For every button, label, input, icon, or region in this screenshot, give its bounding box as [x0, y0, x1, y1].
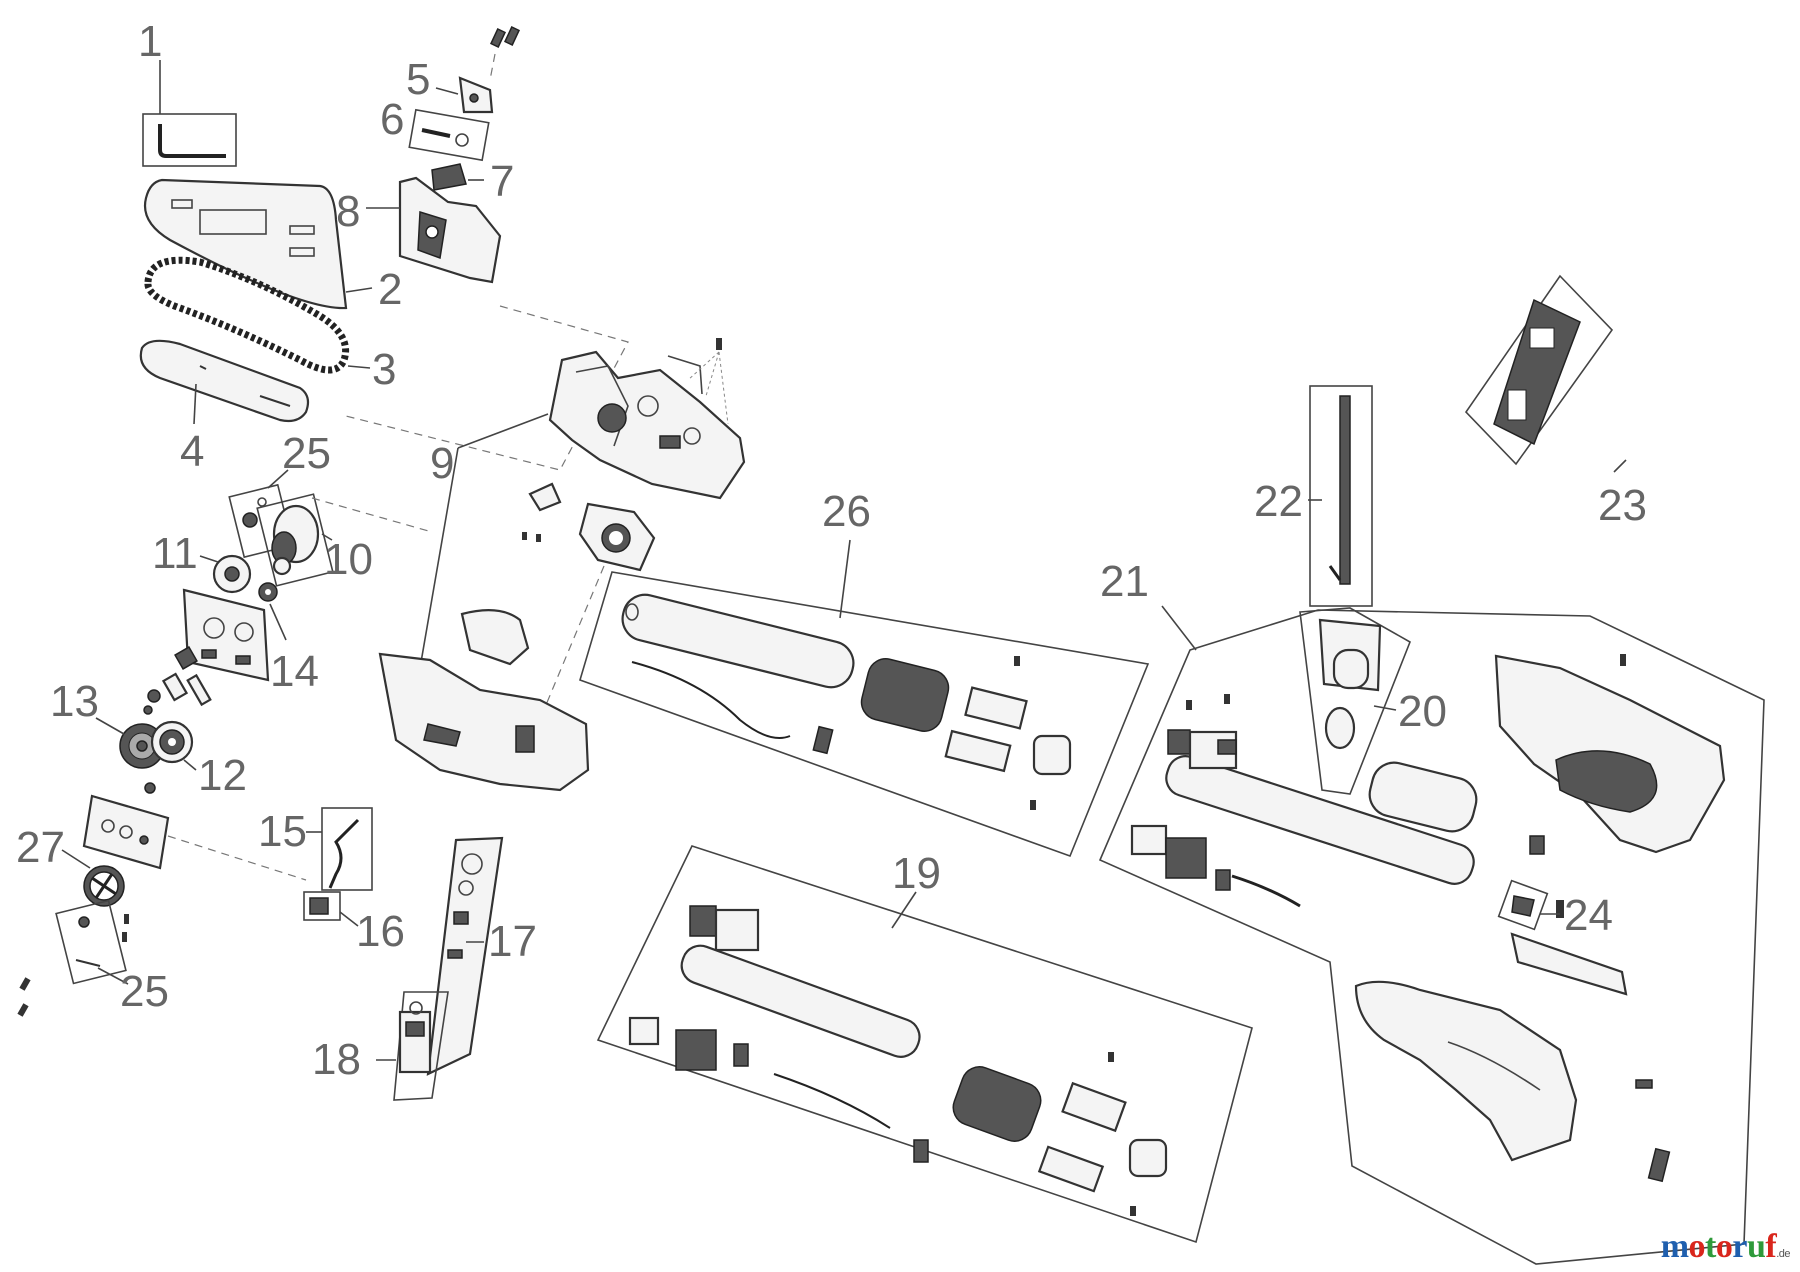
- part-10-motor: [256, 493, 334, 587]
- motor-link-dashed: [311, 497, 433, 533]
- leader-25-upper: [267, 469, 289, 489]
- callout-13: 13: [50, 677, 99, 726]
- callout-15: 15: [258, 807, 307, 856]
- callout-11: 11: [152, 529, 198, 578]
- part-15-cable: [321, 807, 373, 891]
- leader-10: [321, 533, 333, 541]
- leader-4: [193, 383, 197, 425]
- leader-2: [345, 287, 373, 293]
- callout-4: 4: [180, 427, 204, 476]
- part-25-cover-plate-lower: [55, 899, 127, 985]
- leader-23: [1613, 459, 1627, 473]
- callout-16: 16: [356, 907, 405, 956]
- part-27-wheel: [83, 865, 125, 907]
- callout-18: 18: [312, 1035, 361, 1084]
- part-16-switch: [303, 891, 341, 921]
- part-12-sprocket: [150, 720, 194, 764]
- lower-housing-shell: [378, 609, 590, 792]
- callout-25-lower: 25: [120, 967, 169, 1016]
- leader-14: [269, 603, 287, 641]
- callout-24: 24: [1564, 891, 1613, 940]
- callout-6: 6: [380, 95, 404, 144]
- callout-3: 3: [372, 345, 396, 394]
- drive-shaft-parts: [143, 646, 212, 715]
- leader-27: [61, 849, 91, 869]
- part-4-guide-bar: [139, 339, 310, 423]
- leader-20: [1373, 705, 1397, 711]
- callout-5: 5: [406, 55, 430, 104]
- callout-17: 17: [488, 917, 537, 966]
- leader-13: [95, 717, 125, 735]
- callout-2: 2: [378, 265, 402, 314]
- leader-3: [347, 365, 371, 369]
- plate-link-dashed: [167, 835, 307, 881]
- callout-7: 7: [490, 157, 514, 206]
- callout-20: 20: [1398, 687, 1447, 736]
- callout-27: 27: [16, 823, 65, 872]
- part-23-battery: [1464, 274, 1614, 466]
- leader-19: [891, 891, 917, 929]
- small-bracket: [522, 482, 562, 542]
- part-17-handle-strip: [426, 836, 504, 1076]
- leader-5: [435, 87, 459, 95]
- watermark-logo: motoruf.de: [1660, 1228, 1791, 1265]
- gearbox-housing: [182, 588, 270, 682]
- leader-11: [199, 555, 219, 563]
- part-9-motor-housing: [548, 350, 746, 500]
- leader-16: [339, 911, 359, 927]
- callout-23: 23: [1598, 481, 1647, 530]
- leader-12: [183, 759, 197, 771]
- callout-26: 26: [822, 487, 871, 536]
- callout-1: 1: [138, 17, 162, 66]
- callout-9: 9: [430, 439, 454, 488]
- callout-25-upper: 25: [282, 429, 331, 478]
- part-18-trigger: [393, 991, 449, 1101]
- callout-21: 21: [1100, 557, 1149, 606]
- part-14-washer: [258, 582, 278, 602]
- part-26-tube-group: [579, 571, 1150, 858]
- callout-19: 19: [892, 849, 941, 898]
- flange-dash: [527, 565, 605, 749]
- small-nut: [144, 782, 156, 794]
- leader-9: [457, 413, 549, 449]
- callout-12: 12: [198, 751, 247, 800]
- part-13-drive-gear: [119, 723, 165, 769]
- part-20-holster: [1299, 607, 1411, 795]
- leader-25-lower: [97, 967, 129, 985]
- part-22-hook: [1309, 385, 1373, 607]
- leader-9-lower: [419, 447, 459, 669]
- part-21-handle-assembly: [1098, 609, 1765, 1265]
- watermark-logo-suffix: .de: [1776, 1248, 1790, 1260]
- part-5-tensioner-plate: [458, 26, 521, 114]
- part-19-tube-group: [596, 845, 1253, 1244]
- leader-26: [839, 539, 851, 619]
- housing-screws: [687, 338, 729, 425]
- callout-22: 22: [1254, 477, 1303, 526]
- motor-flange: [578, 502, 656, 572]
- callout-8: 8: [336, 187, 360, 236]
- part-2-bar-cover: [143, 178, 348, 310]
- part-24-clip: [1497, 835, 1549, 931]
- rear-plate: [82, 794, 170, 870]
- part-11-gear: [212, 554, 252, 594]
- callout-10: 10: [324, 535, 373, 584]
- callout-14: 14: [270, 647, 319, 696]
- part-3-chain: [144, 256, 349, 374]
- part-7-adjuster: [431, 163, 467, 191]
- screws-lower-left: [17, 914, 129, 1017]
- leader-21: [1161, 605, 1197, 651]
- part-8-sprocket-cover: [398, 176, 502, 284]
- part-6-screw-box: [408, 108, 490, 162]
- part-1-hex-key: [142, 113, 237, 167]
